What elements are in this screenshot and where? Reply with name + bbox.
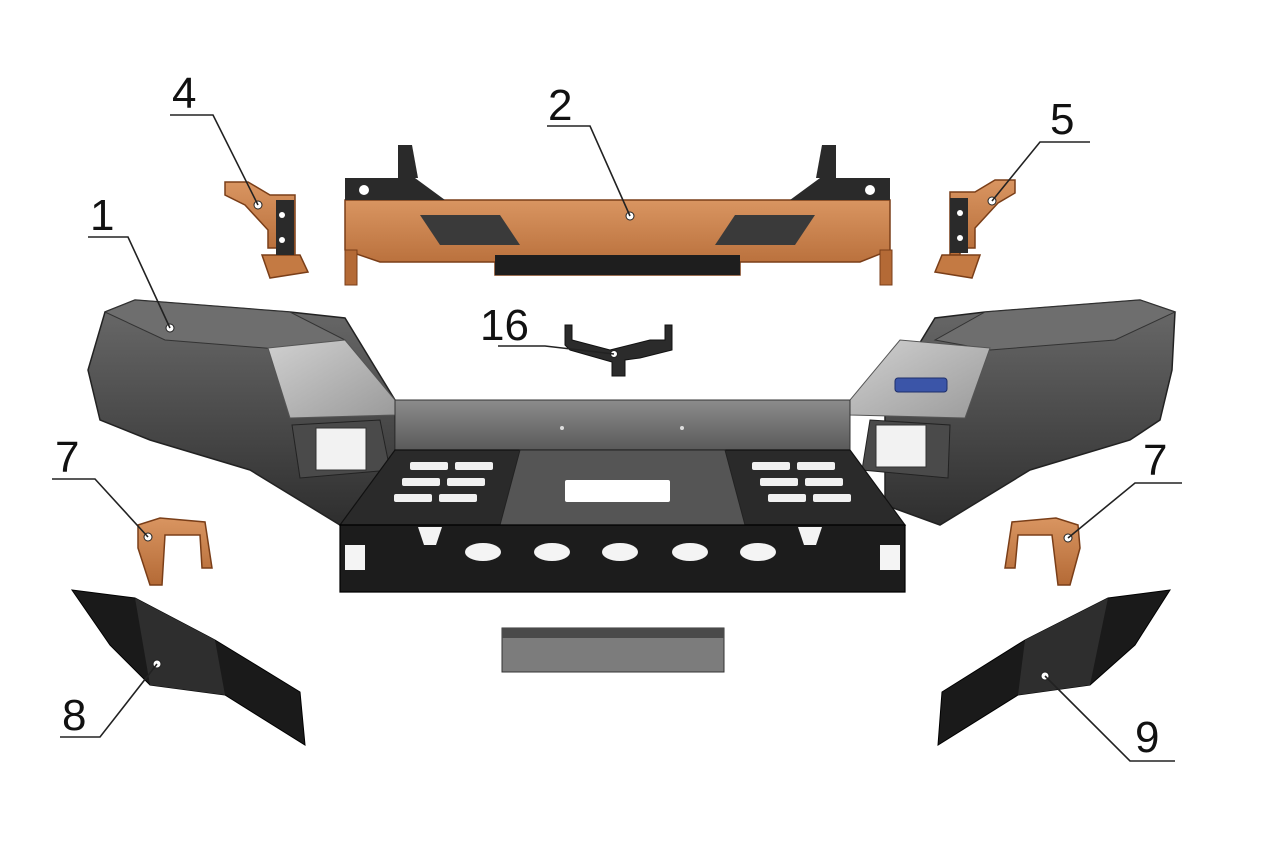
part-4-left-bracket — [224, 181, 310, 279]
part-8-left-guard — [70, 589, 306, 746]
part-7-right-bracket — [1004, 517, 1081, 586]
part-5-right-bracket — [933, 179, 1016, 279]
skid-plate — [501, 627, 725, 673]
callout-7-left: 7 — [55, 433, 79, 482]
part-1-bumper — [87, 299, 1177, 593]
callout-1: 1 — [90, 191, 114, 240]
part-2-mounting-frame — [344, 145, 893, 286]
part-7-left-bracket — [137, 517, 213, 586]
part-9-right-guard — [937, 589, 1171, 746]
callout-2: 2 — [548, 81, 572, 130]
callout-7-right: 7 — [1143, 436, 1167, 485]
callout-8: 8 — [62, 691, 86, 740]
callout-4: 4 — [172, 69, 196, 118]
callout-5: 5 — [1050, 95, 1074, 144]
part-16-center-bracket — [564, 324, 673, 377]
callout-9: 9 — [1135, 713, 1159, 762]
callout-labels: 1 2 4 5 16 7 7 8 9 — [55, 69, 1167, 762]
callout-16: 16 — [480, 301, 529, 350]
callout-leaders — [52, 114, 1182, 762]
